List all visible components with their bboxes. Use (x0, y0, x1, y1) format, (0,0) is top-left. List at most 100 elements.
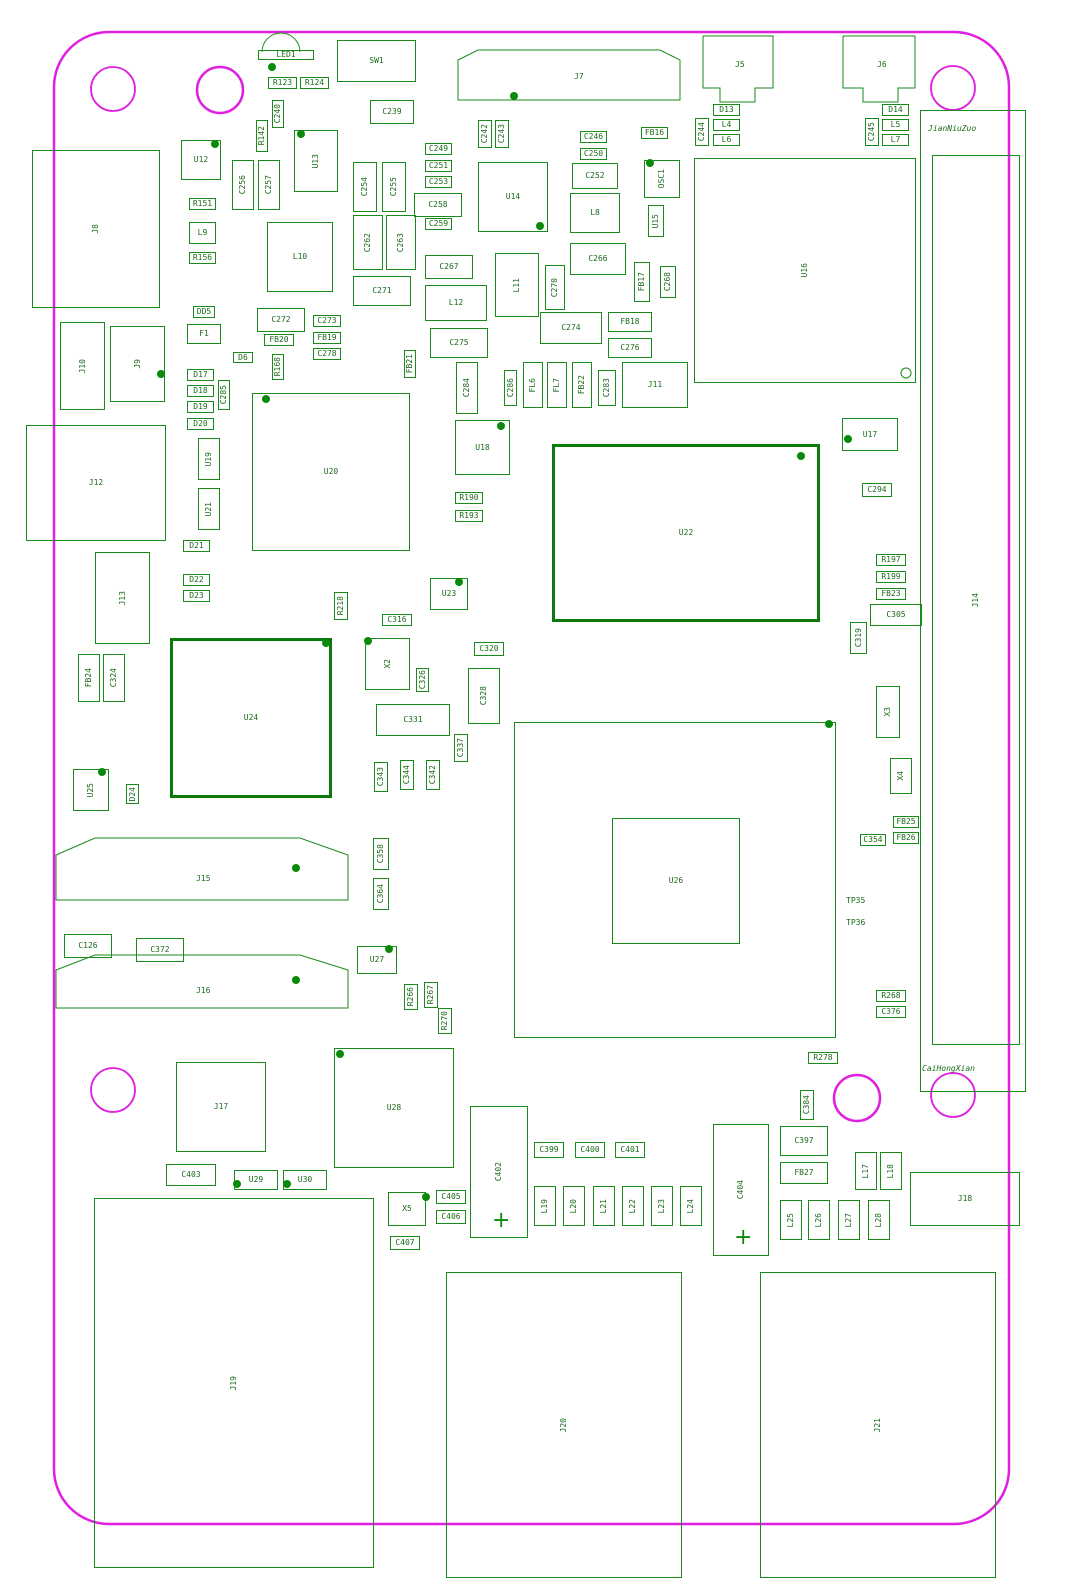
fb24-label: FB24 (84, 668, 93, 688)
c354-label: C354 (863, 835, 883, 844)
u29-label: U29 (248, 1175, 264, 1184)
x5-label: X5 (402, 1204, 412, 1213)
u21-label: U21 (204, 501, 213, 517)
c407: C407 (390, 1236, 420, 1250)
c251: C251 (425, 160, 452, 172)
c251-label: C251 (428, 161, 449, 170)
c258: C258 (414, 193, 462, 217)
c267: C267 (425, 255, 473, 279)
c263: C263 (386, 215, 416, 270)
c284: C284 (456, 362, 478, 414)
d21: D21 (183, 540, 210, 552)
l9-label: L9 (197, 228, 208, 237)
c272-label: C272 (271, 315, 291, 324)
c402-label: C402 (494, 1162, 503, 1182)
j5-outline (702, 35, 774, 103)
u19-label: U19 (204, 451, 213, 467)
c268: C268 (660, 266, 676, 298)
c404: C404 (713, 1124, 769, 1256)
fb18: FB18 (608, 312, 652, 332)
c271-label: C271 (372, 286, 392, 295)
x3-label: X3 (883, 707, 892, 717)
c316: C316 (382, 614, 412, 626)
c324-label: C324 (109, 668, 118, 688)
pin1-dot (364, 637, 372, 645)
j12: J12 (26, 425, 166, 541)
r218-label: R218 (336, 596, 345, 616)
l9: L9 (189, 222, 216, 244)
c407-label: C407 (395, 1238, 415, 1247)
pin1-dot (268, 63, 276, 71)
c397: C397 (780, 1126, 828, 1156)
fb18-label: FB18 (620, 317, 640, 326)
c242-label: C242 (480, 124, 489, 144)
l23-label: L23 (657, 1198, 666, 1214)
c268-label: C268 (663, 272, 672, 292)
c400-label: C400 (580, 1145, 600, 1154)
r268: R268 (876, 990, 906, 1002)
c399-label: C399 (539, 1145, 559, 1154)
pin1-dot (292, 976, 300, 984)
c245-label: C245 (867, 122, 876, 142)
fl7: FL7 (547, 362, 567, 408)
pin1-dot (797, 452, 805, 460)
d19-label: D19 (193, 402, 208, 411)
u28-label: U28 (386, 1103, 402, 1112)
l7-label: L7 (890, 135, 901, 144)
c246: C246 (580, 131, 607, 143)
c337: C337 (454, 734, 468, 762)
pin1-dot (262, 395, 270, 403)
pin1-dot (422, 1193, 430, 1201)
c239-label: C239 (382, 107, 402, 116)
f1-label: F1 (199, 329, 209, 338)
u16: U16 (694, 158, 916, 383)
j18-label: J18 (957, 1194, 973, 1203)
u17: U17 (842, 418, 898, 451)
r197-label: R197 (881, 555, 901, 564)
c255-label: C255 (389, 177, 398, 197)
c244: C244 (695, 118, 709, 146)
l28: L28 (868, 1200, 890, 1240)
u17-label: U17 (862, 429, 878, 439)
l5-label: L5 (890, 120, 901, 129)
u24: U24 (170, 638, 332, 798)
c401-label: C401 (620, 1145, 640, 1154)
u27-label: U27 (369, 955, 385, 964)
d20: D20 (187, 418, 214, 430)
u23: U23 (430, 578, 468, 610)
u19: U19 (198, 438, 220, 480)
l24: L24 (680, 1186, 702, 1226)
mounting-hole-tr (930, 65, 976, 111)
fb22-label: FB22 (577, 375, 586, 395)
u26-label: U26 (668, 876, 684, 885)
c384: C384 (800, 1090, 814, 1120)
d24-label: D24 (127, 786, 137, 802)
j14: J14 (932, 155, 1020, 1045)
c331-label: C331 (403, 715, 423, 724)
fl6-label: FL6 (528, 377, 537, 393)
u16-label: U16 (800, 263, 809, 278)
f1: F1 (187, 324, 221, 344)
c254: C254 (353, 162, 377, 212)
board-label-top: JianNiuZuo (928, 124, 977, 133)
board-label-bottom: CaiHongXian (922, 1064, 975, 1073)
r142-label: R142 (257, 126, 266, 146)
board-edge (52, 30, 1011, 1526)
c405: C405 (436, 1190, 466, 1204)
c283: C283 (598, 370, 616, 406)
l12-label: L12 (448, 298, 464, 307)
c243-label: C243 (497, 124, 506, 144)
d14-label: D14 (888, 105, 903, 114)
c342: C342 (426, 760, 440, 790)
u16-pin1 (900, 367, 912, 379)
c364: C364 (373, 878, 389, 910)
c406-label: C406 (441, 1212, 461, 1221)
c354: C354 (860, 834, 886, 846)
r218: R218 (334, 592, 348, 620)
j8: J8 (32, 150, 160, 308)
c249: C249 (425, 143, 452, 155)
fb16: FB16 (641, 127, 668, 139)
c126-label: C126 (78, 941, 98, 950)
r168: R168 (272, 354, 284, 380)
j17: J17 (176, 1062, 266, 1152)
